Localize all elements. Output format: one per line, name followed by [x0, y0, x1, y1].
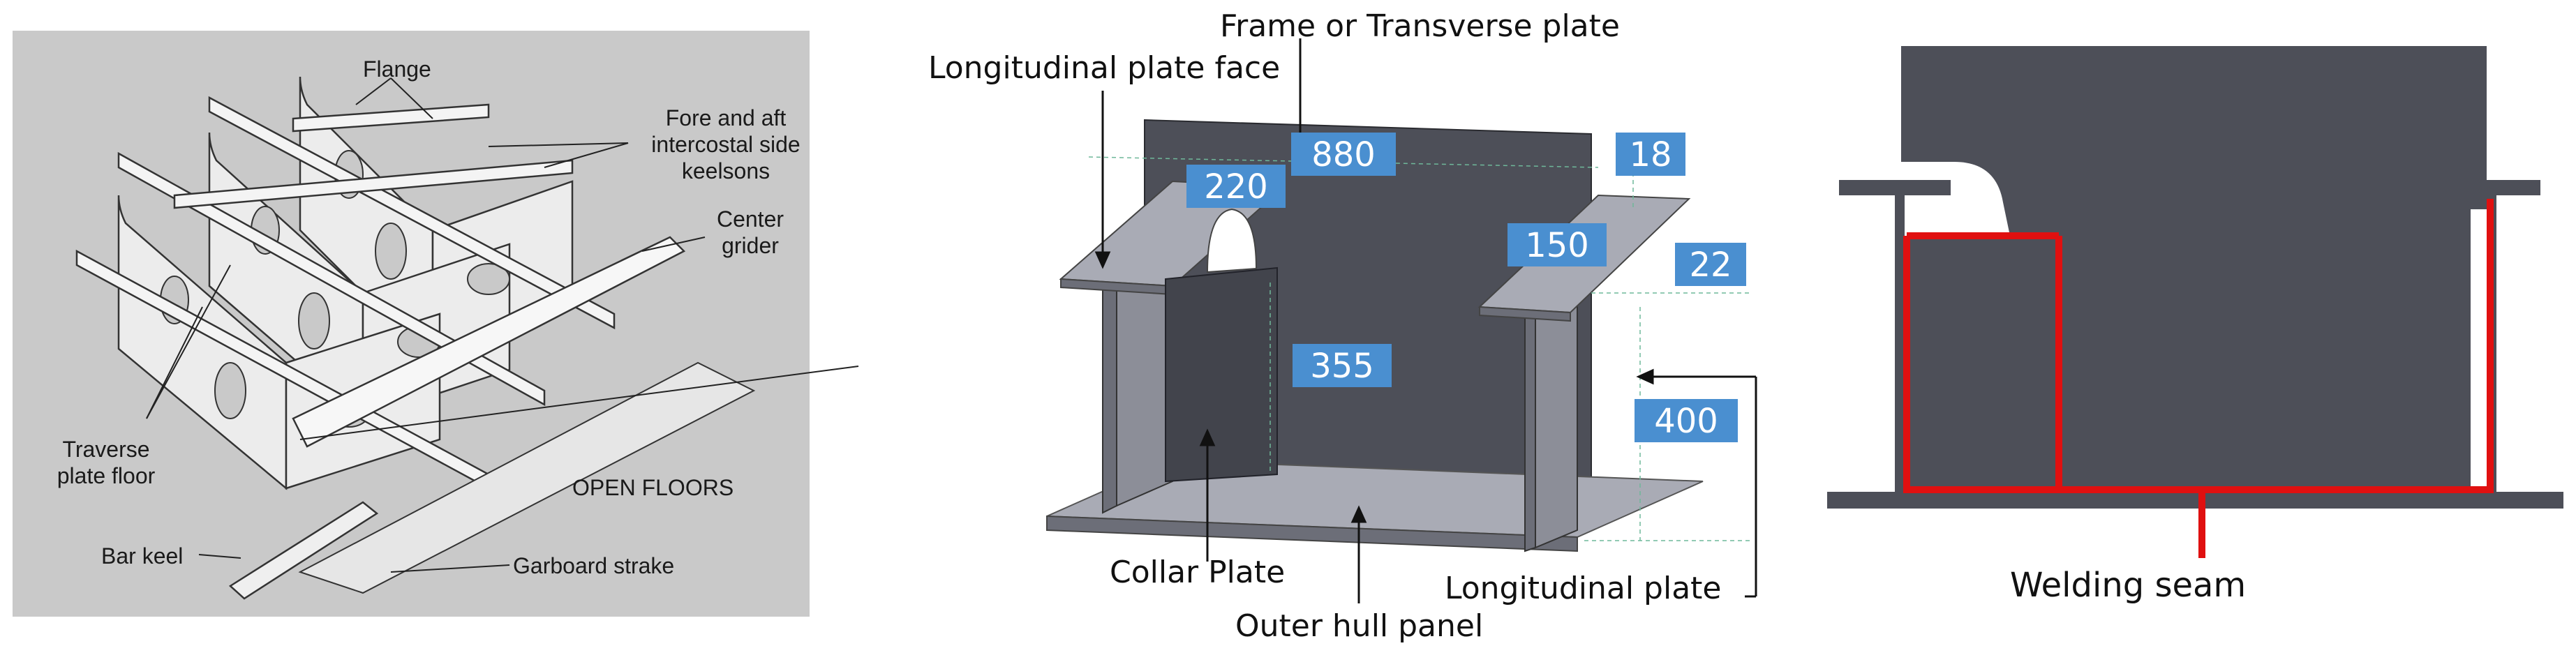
label-outer-hull: Outer hull panel: [1235, 608, 1483, 644]
longitudinal-bars: [75, 96, 616, 490]
outer-hull-section: [1827, 492, 2563, 509]
outer-hull-plate-edge: [1046, 515, 1578, 552]
welding-svg: Welding seam: [1827, 46, 2563, 605]
bar-keel: [228, 501, 379, 600]
dim-18-text: 18: [1629, 135, 1672, 174]
dim-220-text: 220: [1204, 167, 1268, 206]
dim-400-text: 400: [1654, 402, 1718, 441]
model-svg: 880 220 18 150 22 355 400 Frame or Trans…: [928, 8, 1757, 644]
right-web-edge: [1524, 306, 1536, 552]
center-girder: [292, 236, 686, 448]
welding-seam-illustration: Welding seam: [1787, 0, 2576, 662]
collar-plate: [1165, 266, 1278, 483]
label-welding-seam: Welding seam: [2010, 566, 2246, 605]
dim-box-400: 400: [1635, 399, 1738, 442]
dim-box-18: 18: [1616, 133, 1685, 176]
dim-box-22: 22: [1675, 243, 1746, 286]
label-longitudinal-plate: Longitudinal plate: [1445, 571, 1722, 606]
double-bottom-illustration: Flange Fore and aft intercostal side kee…: [0, 0, 879, 662]
left-web-edge: [1102, 264, 1117, 514]
model-dimensions-illustration: 880 220 18 150 22 355 400 Frame or Trans…: [879, 0, 1759, 662]
dim-box-880: 880: [1291, 133, 1396, 176]
right-flange-section: [2436, 180, 2540, 195]
right-flange-edge: [1479, 306, 1571, 322]
double-bottom-svg: Flange Fore and aft intercostal side kee…: [13, 31, 859, 617]
leader-lines: [146, 77, 859, 573]
left-flange-section: [1839, 180, 1951, 195]
dim-box-220: 220: [1186, 165, 1286, 208]
label-garboard: Garboard strake: [513, 553, 674, 578]
label-traverse-1: Traverse: [62, 437, 149, 462]
label-keelsons-1: Fore and aft: [666, 105, 787, 130]
dim-355-text: 355: [1310, 347, 1374, 386]
label-traverse-2: plate floor: [57, 463, 156, 488]
dim-box-150: 150: [1507, 223, 1607, 266]
left-web-section: [1895, 195, 1905, 492]
welding-seam-lines: [1903, 199, 2494, 558]
right-web: [1535, 285, 1578, 549]
label-flange: Flange: [363, 57, 431, 82]
label-center-2: grider: [722, 233, 779, 258]
garboard-strake: [298, 361, 756, 594]
leader-arrows: [1094, 38, 1757, 603]
dim-box-355: 355: [1293, 344, 1392, 387]
dim-22-text: 22: [1689, 246, 1732, 285]
dim-150-text: 150: [1525, 226, 1589, 265]
label-bar-keel: Bar keel: [101, 543, 183, 569]
label-collar-plate: Collar Plate: [1110, 555, 1285, 590]
transverse-plate-section: [1901, 46, 2487, 488]
collar-plate-section: [1905, 236, 2060, 494]
label-open-floors: OPEN FLOORS: [572, 475, 734, 500]
label-keelsons-2: intercostal side: [651, 132, 800, 157]
label-keelsons-3: keelsons: [682, 158, 770, 183]
label-frame: Frame or Transverse plate: [1220, 8, 1620, 44]
arch-cutout: [1206, 208, 1258, 273]
label-longitudinal-face: Longitudinal plate face: [928, 50, 1280, 86]
dim-880-text: 880: [1311, 135, 1376, 174]
label-center-1: Center: [717, 206, 784, 232]
